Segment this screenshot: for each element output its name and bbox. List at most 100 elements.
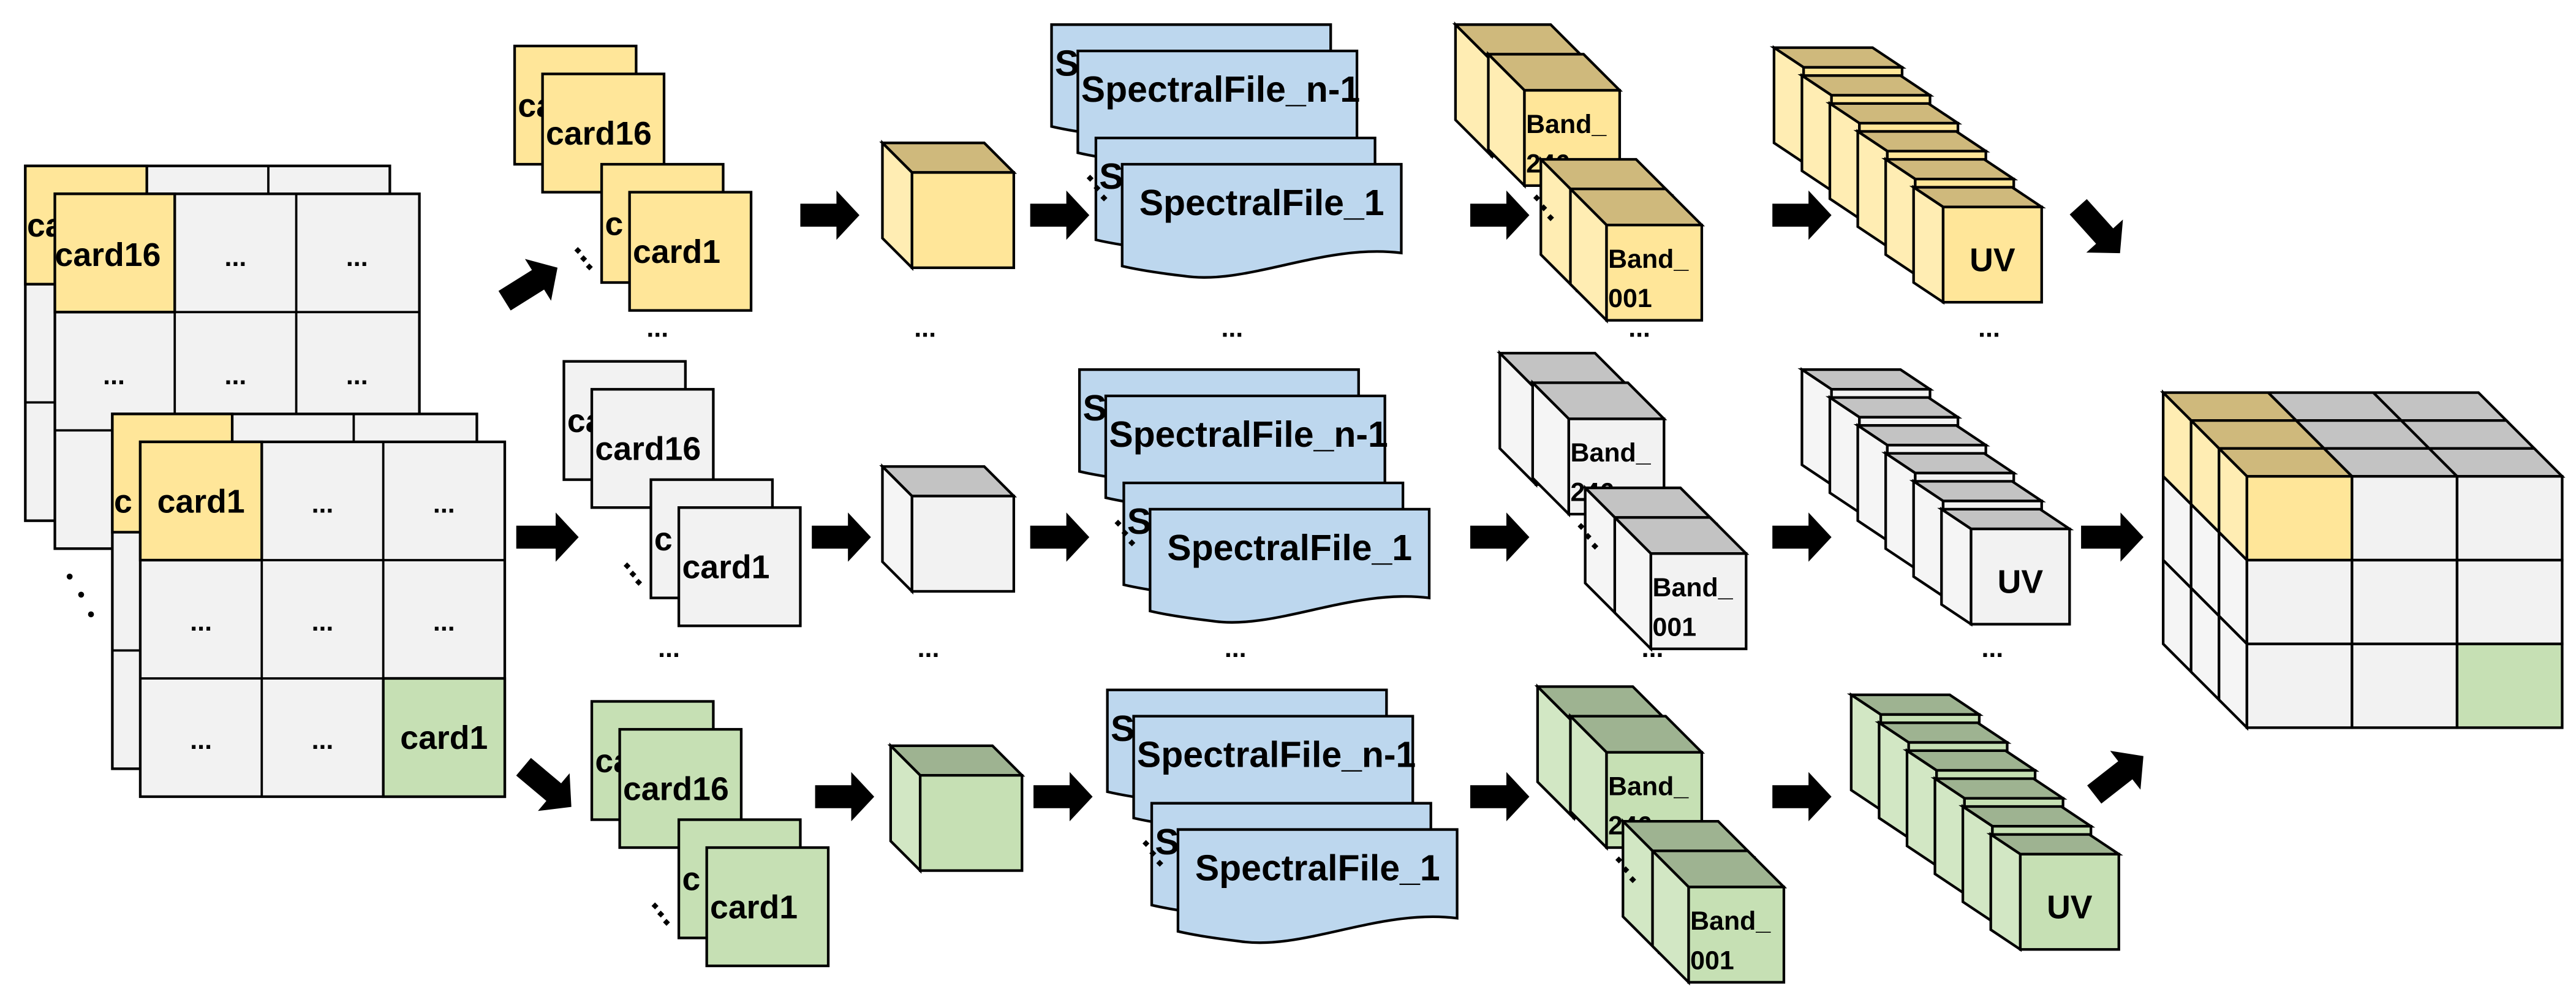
arrow-to-top-row-icon [498, 259, 558, 311]
row-gap-ellipsis: ... [646, 313, 668, 343]
row-gap-ellipsis: ... [658, 634, 680, 663]
box-side-face [1800, 367, 1833, 487]
box-front-face [910, 171, 1016, 270]
arrow-shape [812, 512, 871, 562]
document-shape [1176, 828, 1459, 944]
box-side-face [1849, 692, 1883, 813]
grid-cell-ellipsis: ... [225, 243, 247, 272]
box-front-face [2019, 852, 2120, 951]
box-front-face [910, 495, 1016, 593]
arrow-top-to-output-icon [2069, 199, 2123, 254]
arrow-cube-to-files-icon [1030, 512, 1090, 562]
document-shape [1120, 162, 1403, 279]
uv-cube-column: UV [1846, 692, 2123, 952]
output-cube-front-cell [2245, 558, 2354, 645]
pipeline-row-bottom: cacard16ccard1SSpectralFile_n-1SSpectral… [590, 683, 2123, 986]
band-label: Band_ [1526, 110, 1607, 139]
grid-cell-label-card1: card1 [157, 483, 245, 520]
grid-cell-ellipsis: ... [433, 607, 455, 637]
document-shape [1149, 507, 1431, 624]
box-front-face [1605, 224, 1704, 322]
box-side-face [1933, 776, 1966, 897]
arrow-to-bottom-row-icon [516, 757, 572, 811]
box-side-face [1912, 184, 1945, 305]
dot [574, 247, 581, 254]
dot [1540, 204, 1547, 211]
source-grid-front-lower: card1 ... ... ... ... ... ... ... card1 [138, 440, 507, 799]
grid-cell-ellipsis: ... [433, 489, 455, 518]
document-label: SpectralFile_n-1 [1109, 415, 1388, 455]
assembled-cube [879, 463, 1018, 595]
output-cube-front-cell [2245, 475, 2354, 562]
band-cube-246: Band_246 [1529, 379, 1668, 518]
row-gap-ellipsis: ... [1221, 313, 1243, 343]
dot [663, 919, 670, 926]
dot [629, 571, 636, 578]
card-stack-dots [651, 902, 670, 926]
document-label: S [1082, 389, 1106, 428]
box-front-face [1970, 527, 2071, 626]
band-cube-001: Band_ 001 [1611, 514, 1750, 652]
card-stack-dots [574, 247, 593, 271]
document-label: S [1111, 709, 1135, 749]
output-cube-front-cell [2455, 475, 2564, 562]
box-side-face [1878, 720, 1910, 840]
box-side-face [1828, 101, 1861, 221]
arrow-files-to-bands-icon [1470, 772, 1530, 822]
arrow-to-middle-row-icon [516, 512, 579, 562]
band-stack-dots [1577, 523, 1599, 550]
arrow-shape [1030, 190, 1090, 240]
uv-label: UV [2047, 889, 2093, 925]
arrow-shape [2087, 751, 2144, 804]
arrow-bottom-to-output-icon [2087, 751, 2144, 804]
uv-label: UV [1998, 564, 2044, 601]
band-label: Band_ [1608, 245, 1689, 274]
arrow-cards-to-cube-icon [812, 512, 871, 562]
dot [651, 902, 659, 909]
grid-cell-ellipsis: ... [225, 361, 247, 390]
row-gap-ellipses: .............................. [646, 313, 2003, 663]
card-stack-dots [623, 562, 643, 586]
grid-cell-ellipsis: ... [346, 361, 368, 390]
card-label: card1 [710, 889, 798, 925]
dot [1584, 533, 1592, 540]
grid-cell-label-card1-green: card1 [400, 719, 488, 756]
spectral-file-1: SpectralFile_1 [1149, 507, 1431, 624]
dot [1114, 519, 1122, 527]
arrow-shape [1772, 190, 1832, 240]
box-front-face [1941, 205, 2043, 304]
card-label: card16 [546, 115, 652, 152]
band-label: Band_ [1653, 573, 1734, 602]
spectral-stack-dots [1114, 519, 1136, 547]
arrow-shape [516, 757, 572, 811]
row-gap-ellipsis: ... [1978, 313, 2000, 343]
stack-continuation-dots [66, 573, 94, 618]
pipeline-row-middle: cacard16ccard1SSpectralFile_n-1SSpectral… [562, 350, 2074, 652]
box-side-face [1905, 748, 1938, 868]
box-side-face [1884, 156, 1917, 277]
spectral-file-n-1: SpectralFile_n-1 [1104, 394, 1388, 510]
box-side-face [1856, 423, 1889, 543]
dot [1156, 859, 1163, 867]
grid-cell-ellipsis: ... [103, 361, 125, 390]
band-stack-dots [1615, 856, 1636, 884]
band-cube-stack: Band_246Band_001 [1452, 21, 1705, 324]
arrow-shape [1772, 772, 1832, 822]
band-number: 001 [1653, 612, 1697, 642]
box-side-face [1856, 129, 1889, 249]
grid-cell-ellipsis: ... [312, 489, 334, 518]
dot [1591, 542, 1599, 550]
row-gap-ellipsis: ... [1642, 634, 1664, 663]
card-label: c [682, 861, 700, 898]
spectral-file-1: SpectralFile_1 [1120, 162, 1403, 279]
card-card1: card1 [677, 506, 802, 628]
flow-arrows [498, 190, 2144, 822]
arrow-shape [516, 512, 579, 562]
box-front-face [918, 773, 1024, 872]
row-gap-ellipsis: ... [1628, 313, 1650, 343]
dot [1149, 849, 1157, 857]
box-side-face [1800, 73, 1833, 193]
